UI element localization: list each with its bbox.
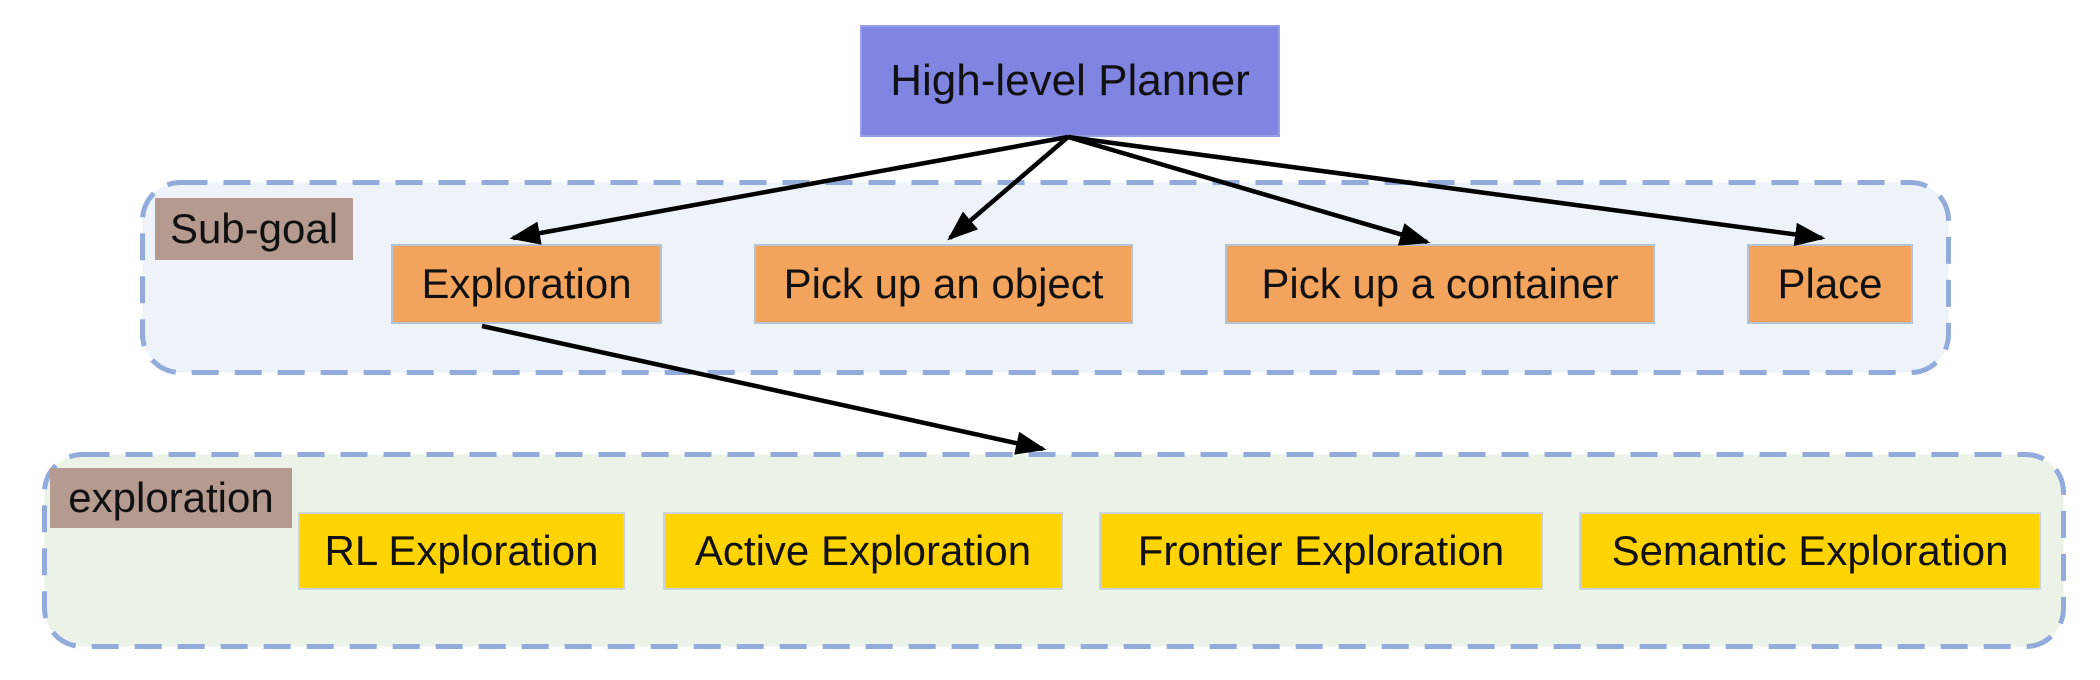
node-rl-exploration-label: RL Exploration [324,527,599,574]
node-pick-up-a-container: Pick up a container [1225,244,1655,324]
subgoal-group-label-box: Sub-goal [155,198,353,260]
node-rl-exploration: RL Exploration [298,512,625,590]
exploration-group-label: exploration [68,474,274,521]
node-place: Place [1747,244,1913,324]
node-frontier-exploration-label: Frontier Exploration [1137,527,1505,574]
node-exploration: Exploration [391,244,662,324]
exploration-group-label-box: exploration [50,468,292,528]
node-high-level-planner: High-level Planner [860,25,1280,137]
node-pick-up-an-object: Pick up an object [754,244,1133,324]
node-place-label: Place [1777,260,1883,307]
node-pick-up-a-container-label: Pick up a container [1261,260,1619,307]
node-exploration-label: Exploration [421,260,632,307]
node-frontier-exploration: Frontier Exploration [1099,512,1543,590]
node-semantic-exploration-label: Semantic Exploration [1611,527,2009,574]
subgoal-group-label: Sub-goal [169,205,339,252]
node-active-exploration: Active Exploration [663,512,1063,590]
node-semantic-exploration: Semantic Exploration [1579,512,2041,590]
node-active-exploration-label: Active Exploration [694,527,1032,574]
node-high-level-planner-label: High-level Planner [890,56,1250,105]
node-pick-up-an-object-label: Pick up an object [783,260,1104,307]
